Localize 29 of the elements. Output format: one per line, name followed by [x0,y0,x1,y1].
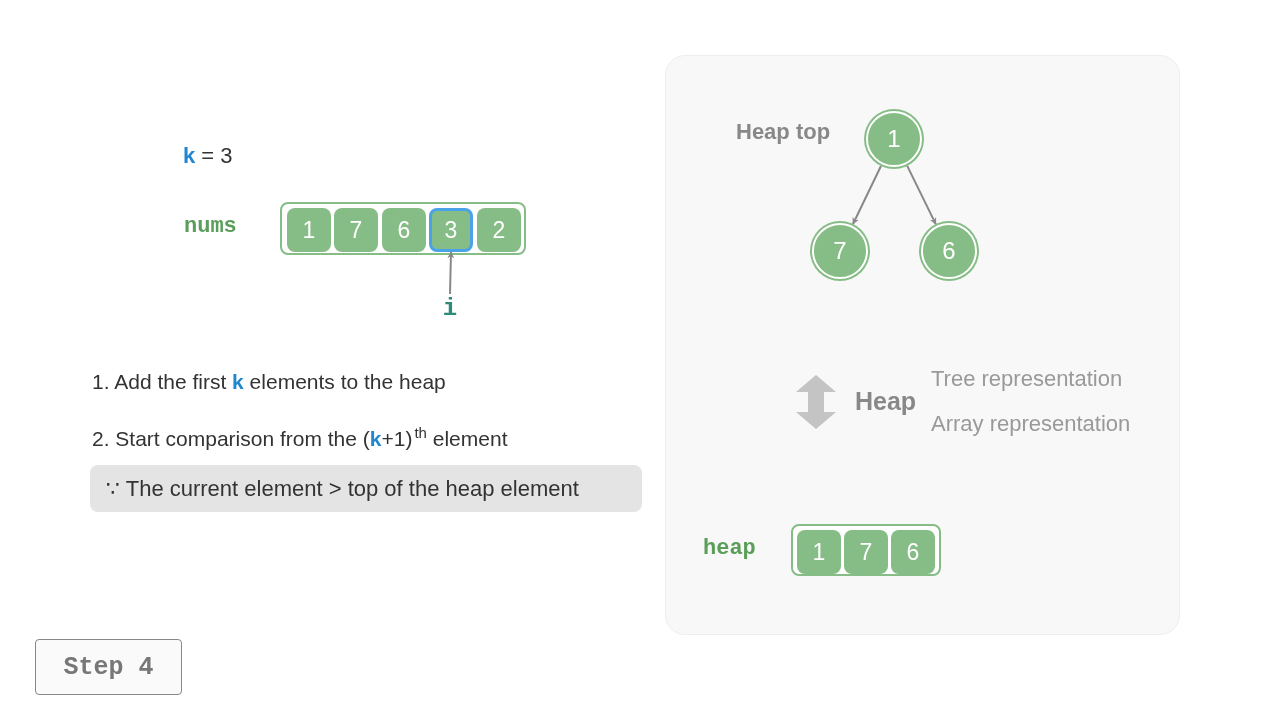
array-cell: 7 [844,530,888,574]
tree-edge [852,165,882,225]
panel-background [665,55,1180,635]
array-cell: 7 [334,208,378,252]
representation-text: Array representation [931,411,1131,437]
tree-node: 6 [921,223,977,279]
node-caption: Heap top [736,119,831,145]
pointer-arrow [447,251,455,295]
array-frame [280,202,526,255]
array-label: heap [703,536,756,561]
heading-text: Heap [855,387,917,416]
tree-node: 1 [866,111,922,167]
array-cell: 3 [429,208,473,252]
step-text: 2. Start comparison from the (k+1)$^{th}$ element [92,424,508,451]
pointer-label: i [440,294,460,322]
array-cell: 1 [287,208,331,252]
step-badge: Step 4 [35,639,182,695]
representation-text: Tree representation [931,366,1123,392]
array-cell: 6 [891,530,935,574]
tree-edge [906,164,937,226]
array-cell: 2 [477,208,521,252]
array-label: nums [184,214,237,239]
condition-note: ∵ The current element > top of the heap element [90,465,642,512]
array-cell: 1 [797,530,841,574]
formula-text: k = 3 [183,143,233,169]
array-cell: 6 [382,208,426,252]
array-frame [791,524,941,576]
tree-node: 7 [812,223,868,279]
step-text: 1. Add the first k elements to the heap [92,370,446,394]
